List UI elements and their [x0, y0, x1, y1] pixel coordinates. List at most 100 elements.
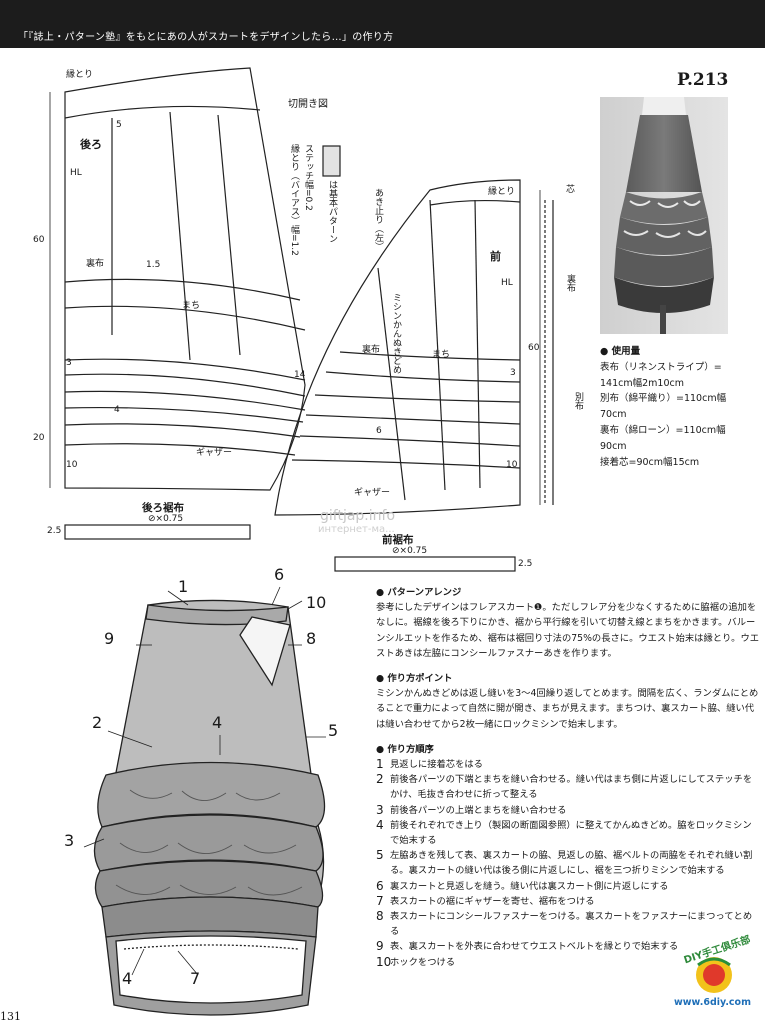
order-heading: ● 作り方順序 — [376, 743, 434, 755]
watermark-text: giftjap.info — [320, 508, 396, 524]
step-number: 10 — [376, 954, 392, 969]
step-text: 表スカートにコンシールファスナーをつける。裏スカートをファスナーにまつってとめる — [390, 911, 753, 938]
step-item: 2 前後各パーツの下端とまちを縫い合わせる。縫い代はまち側に片返しにしてステッチを… — [376, 772, 760, 802]
material-line: 141cm幅2m10cm — [600, 377, 684, 389]
front-dim-6: 6 — [376, 426, 382, 436]
cut-diagram-title: 切開き図 — [288, 99, 328, 110]
callout-8: 8 — [306, 629, 317, 648]
front-dim-14: 14 — [294, 370, 306, 380]
material-line: 表布（リネンストライプ）= — [600, 361, 722, 373]
callout-4-bottom: 4 — [122, 969, 133, 988]
front-piece-label: 前 — [490, 250, 501, 263]
front-hem-width: 2.5 — [518, 559, 533, 569]
legend-basic-pattern: は基本パターン — [327, 180, 337, 243]
step-number: 3 — [376, 802, 384, 817]
front-machine-label: ミシンかんぬきどめ — [391, 293, 401, 374]
material-line: 70cm — [600, 409, 627, 421]
page-number: 131 — [0, 1010, 21, 1023]
back-dim-5: 5 — [116, 120, 122, 130]
back-dim-10: 10 — [66, 460, 78, 470]
material-line: 90cm — [600, 440, 627, 452]
front-hl-label: HL — [501, 278, 513, 288]
back-piece-label: 後ろ — [80, 138, 102, 151]
watermark-subtext: интернет-ма... — [318, 524, 395, 535]
back-dim-4: 4 — [114, 405, 120, 415]
back-dim-1-5: 1.5 — [146, 260, 161, 270]
points-text: ミシンかんぬきどめは返し縫いを3～4回繰り返してとめます。間隔を広く、ランダムに… — [376, 688, 759, 730]
front-lining-label: 裏布 — [362, 345, 381, 355]
front-edge-label: 縁とり — [488, 187, 516, 197]
page-reference: P.213 — [677, 70, 729, 90]
skirt-drawing — [83, 586, 326, 1016]
material-line: 裏布（綿ローン）=110cm幅 — [600, 424, 726, 436]
step-text: 見返しに接着芯をはる — [390, 759, 483, 771]
step-item: 1 見返しに接着芯をはる — [376, 757, 760, 772]
points-heading: ● 作り方ポイント — [376, 673, 453, 685]
callout-5: 5 — [328, 721, 339, 740]
step-text: 表スカートの裾にギャザーを寄せ、裾布をつける — [390, 895, 595, 907]
arrange-text: 参考にしたデザインはフレアスカート❶。ただしフレア分を少なくするために脇裾の追加… — [376, 602, 760, 659]
step-number: 2 — [376, 772, 384, 787]
callout-3: 3 — [64, 831, 75, 850]
skirt-photo — [600, 97, 728, 334]
header-bar: 「『誌上・パターン塾』をもとにあの人がスカートをデザインしたら…」の作り方 — [0, 0, 765, 48]
front-piece-outline — [274, 179, 521, 516]
steps-list: 1 見返しに接着芯をはる 2 前後各パーツの下端とまちを縫い合わせる。縫い代はまち側… — [376, 757, 760, 970]
step-text: ホックをつける — [390, 956, 456, 968]
back-hem-formula: ⊘×0.75 — [148, 514, 184, 524]
callout-6: 6 — [274, 565, 285, 584]
step-item: 6 裏スカートと見返しを縫う。縫い代は裏スカート側に片返しにする — [376, 879, 760, 894]
step-number: 5 — [376, 848, 384, 863]
step-text: 表、裏スカートを外表に合わせてウエストベルトを縁とりで始末する — [390, 941, 679, 953]
front-dim-3: 3 — [510, 368, 516, 378]
callout-2: 2 — [92, 713, 103, 732]
pattern-lines — [49, 67, 554, 572]
step-number: 9 — [376, 939, 384, 954]
finished-skirt-illustration: 1 2 3 4 5 6 7 8 9 10 4 — [40, 565, 380, 1020]
callout-4: 4 — [212, 713, 223, 732]
step-item: 5 左脇あきを残して表、裏スカートの脇、見返しの脇、裾ベルトの両脇をそれぞれ縫い割… — [376, 848, 760, 878]
page-header-title: 「『誌上・パターン塾』をもとにあの人がスカートをデザインしたら…」の作り方 — [18, 32, 394, 43]
back-dim-3: 3 — [66, 358, 72, 368]
step-text: 裏スカートと見返しを縫う。縫い代は裏スカート側に片返しにする — [390, 880, 669, 892]
step-item: 8 表スカートにコンシールファスナーをつける。裏スカートをファスナーにまつってとめ… — [376, 909, 760, 939]
step-text: 前後各パーツの下端とまちを縫い合わせる。縫い代はまち側に片返しにしてステッチをか… — [390, 774, 753, 801]
stitch-width-label: ステッチ幅=0.2 — [303, 144, 313, 211]
step-item: 9 表、裏スカートを外表に合わせてウエストベルトを縁とりで始末する — [376, 939, 760, 954]
pattern-drafts: 縁とり 後ろ HL 裏布 まち ギャザー 60 20 10 3 1.5 5 4 … — [0, 48, 765, 578]
binding-width-label: 縁とり（バイアス）幅=1.2 — [289, 144, 299, 256]
front-dim-60: 60 — [528, 343, 540, 353]
step-text: 左脇あきを残して表、裏スカートの脇、見返しの脇、裾ベルトの両脇をそれぞれ縫い割る… — [390, 850, 753, 877]
material-line: 別布（綿平織り）=110cm幅 — [600, 393, 727, 405]
side-separate-label: 別布 — [573, 392, 583, 410]
back-dim-20: 20 — [33, 433, 45, 443]
callout-1: 1 — [178, 577, 189, 596]
material-line: 接着芯=90cm幅15cm — [600, 456, 700, 468]
back-hl-label: HL — [70, 168, 82, 178]
front-gusset-label: まち — [432, 350, 451, 360]
back-waist-line — [64, 105, 261, 119]
materials-list: ● 使用量 表布（リネンストライプ）= 141cm幅2m10cm 別布（綿平織り… — [600, 344, 760, 470]
side-lining-label: 裏布 — [565, 274, 575, 292]
step-number: 8 — [376, 909, 384, 924]
back-hem-title: 後ろ裾布 — [142, 502, 184, 514]
back-lining-label: 裏布 — [86, 259, 105, 269]
step-text: 前後各パーツの上端とまちを縫い合わせる — [390, 804, 567, 816]
step-number: 4 — [376, 817, 384, 832]
materials-heading: ● 使用量 — [600, 346, 641, 357]
back-hem-width: 2.5 — [47, 526, 62, 536]
logo-url: www.6diy.com — [674, 997, 751, 1008]
step-item: 3 前後各パーツの上端とまちを縫い合わせる — [376, 803, 760, 818]
front-gather-label: ギャザー — [354, 488, 391, 498]
front-dim-10: 10 — [506, 460, 518, 470]
back-edge-label: 縁とり — [66, 70, 94, 80]
callout-10: 10 — [306, 593, 327, 612]
back-gather-label: ギャザー — [196, 448, 233, 458]
callout-9: 9 — [104, 629, 115, 648]
step-number: 1 — [376, 757, 384, 772]
step-number: 6 — [376, 878, 384, 893]
arrange-heading: ● パターンアレンジ — [376, 587, 462, 598]
